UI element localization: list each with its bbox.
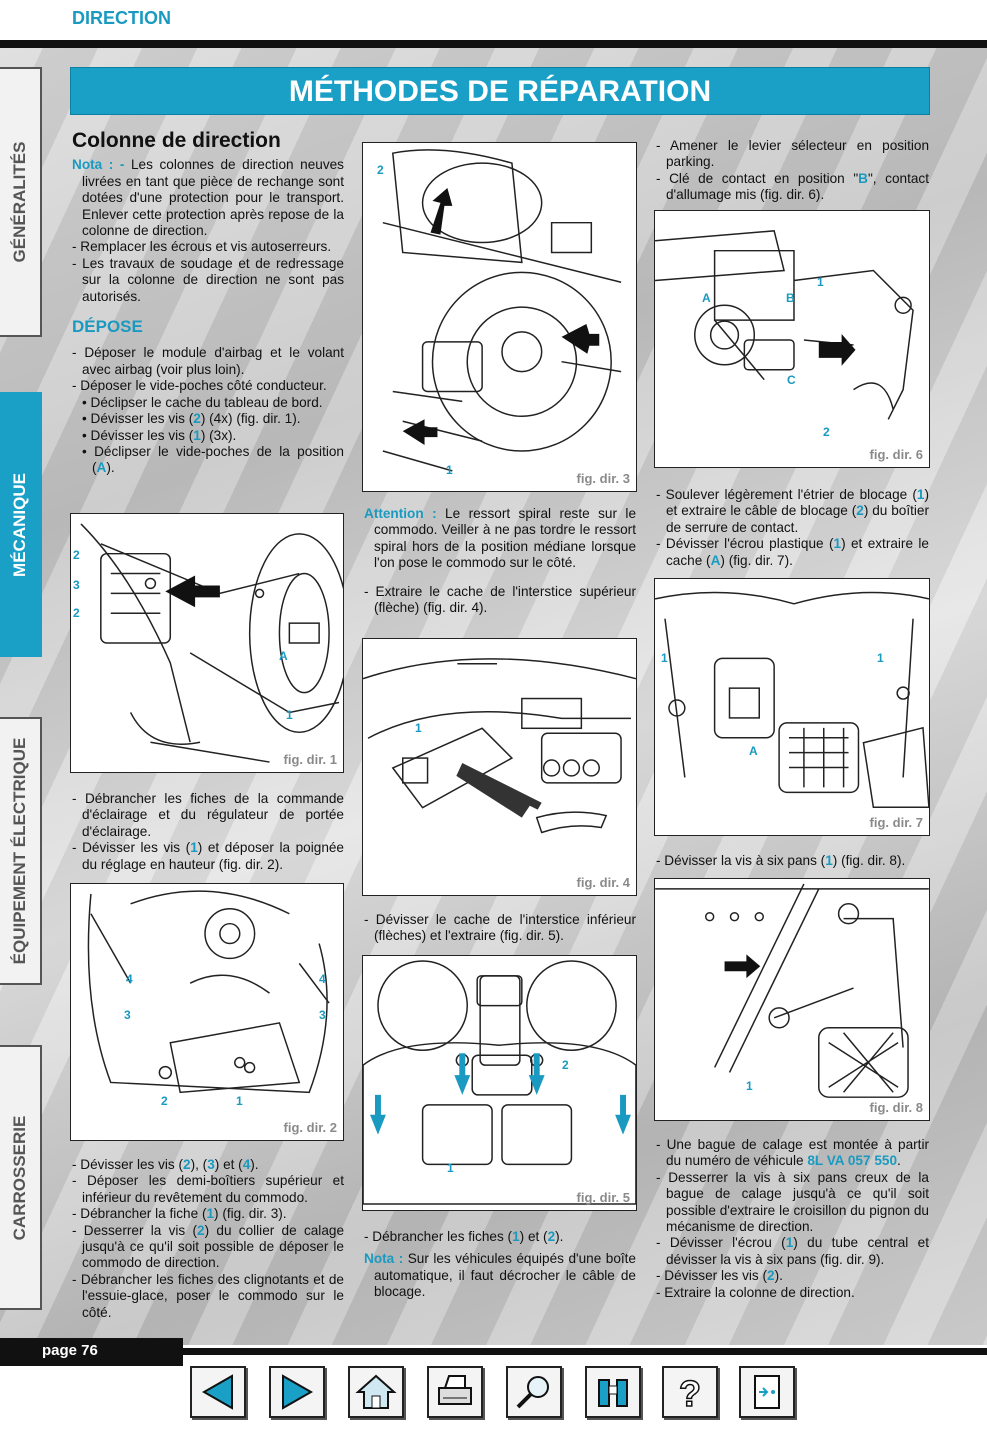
list-item: - Clé de contact en position "B", contac… [656, 170, 929, 203]
search-button[interactable] [506, 1366, 562, 1418]
figure-dir-2: 4 4 3 3 2 1 fig. dir. 2 [70, 883, 344, 1141]
section-label: DIRECTION [72, 8, 171, 28]
tab-mecanique[interactable]: MÉCANIQUE [0, 392, 42, 657]
list-item: - Dévisser l'écrou (1) du tube central e… [656, 1235, 929, 1267]
page-title: MÉTHODES DE RÉPARATION [70, 67, 930, 115]
nota-paragraph: Nota : Sur les véhicules équipés d'une b… [364, 1251, 636, 1300]
column-3-lower: - Dévisser la vis à six pans (1) (fig. d… [656, 853, 929, 869]
figure-caption: fig. dir. 1 [283, 752, 337, 767]
printer-icon [438, 1375, 472, 1405]
ignition-lock-illustration [655, 230, 914, 420]
page-number: page 76 [42, 1342, 98, 1359]
find-button[interactable] [585, 1366, 641, 1418]
list-item: - Desserrer la vis (2) du collier de cal… [72, 1222, 344, 1271]
list-item: - Déposer les demi-boîtiers supérieur et… [72, 1173, 344, 1205]
figure-dir-7: 1 1 A fig. dir. 7 [654, 578, 930, 836]
arrow-right-icon [282, 1374, 314, 1410]
dashboard-gap-cover-illustration [363, 658, 636, 834]
figure-dir-5: 2 1 fig. dir. 5 [362, 955, 637, 1211]
figure-caption: fig. dir. 7 [869, 815, 923, 830]
svg-text:?: ? [679, 1373, 701, 1412]
page-number-bar: page 76 [0, 1338, 183, 1366]
bullet-item: • Dévisser les vis (1) (3x). [82, 427, 237, 443]
exit-button[interactable] [739, 1366, 795, 1418]
list-item: - Desserrer la vis à six pans creux de l… [656, 1169, 929, 1235]
magnifier-icon [516, 1376, 549, 1409]
column-2-middle: - Dévisser le cache de l'interstice infé… [364, 912, 636, 945]
list-item: - Débrancher les fiches de la commande d… [72, 791, 344, 839]
help-button[interactable]: ? [662, 1366, 718, 1418]
list-item: - Dévisser le cache de l'interstice infé… [364, 912, 636, 944]
figure-dir-8: 1 fig. dir. 8 [654, 878, 930, 1121]
section-heading: Colonne de direction [72, 129, 281, 152]
figure-dir-3: 2 1 fig. dir. 3 [362, 142, 637, 492]
previous-page-button[interactable] [190, 1366, 246, 1418]
list-item: - Dévisser la vis à six pans (1) (fig. d… [656, 853, 906, 868]
figure-caption: fig. dir. 5 [576, 1190, 630, 1205]
print-button[interactable] [427, 1366, 483, 1418]
list-item: - Soulever légèrement l'étrier de blocag… [656, 487, 930, 535]
tab-generalites[interactable]: GÉNÉRALITÉS [0, 67, 42, 337]
list-item: - Déposer le vide-poches côté conducteur… [72, 378, 327, 394]
figure-caption: fig. dir. 6 [869, 447, 923, 462]
list-item: - Dévisser l'écrou plastique (1) et extr… [656, 536, 929, 568]
column-3-middle: - Soulever légèrement l'étrier de blocag… [656, 487, 929, 569]
figure-dir-6: 1 A B C 2 fig. dir. 6 [654, 210, 930, 468]
combination-switch-illustration [382, 149, 622, 472]
list-item: - Dévisser les vis (2), (3) et (4). [72, 1157, 259, 1172]
column-3-bottom: - Une bague de calage est montée à parti… [656, 1137, 929, 1301]
figure-caption: fig. dir. 4 [576, 875, 630, 890]
exit-icon [754, 1375, 780, 1409]
bullet-item: • Déclipser le cache du tableau de bord. [82, 394, 323, 410]
tab-equipement-electrique[interactable]: ÉQUIPEMENT ÉLECTRIQUE [0, 717, 42, 985]
figure-caption: fig. dir. 2 [283, 1120, 337, 1135]
tab-carrosserie[interactable]: CARROSSERIE [0, 1045, 42, 1310]
list-item: - Les travaux de soudage et de redressag… [72, 255, 344, 304]
bullet-item: • Déclipser le vide-poches de la positio… [82, 443, 344, 476]
list-item: - Extraire le cache de l'interstice supé… [364, 583, 636, 616]
list-item: - Extraire la colonne de direction. [656, 1284, 855, 1300]
list-item: - Débrancher la fiche (1) (fig. dir. 3). [72, 1206, 287, 1222]
list-item: - Débrancher les fiches des clignotants … [72, 1271, 344, 1320]
nota-paragraph: Nota : - Les colonnes de direction neuve… [72, 157, 344, 239]
attention-paragraph: Attention : Le ressort spiral reste sur … [364, 506, 637, 571]
bullet-item: • Dévisser les vis (2) (4x) (fig. dir. 1… [82, 411, 301, 427]
help-icon: ? [678, 1372, 702, 1412]
steering-joint-illustration [655, 883, 929, 1098]
column-3-top: - Amener le levier sélecteur en position… [656, 138, 929, 204]
list-item: - Débrancher les fiches (1) et (2). [364, 1229, 564, 1244]
column-2-bottom: - Débrancher les fiches (1) et (2). Nota… [364, 1229, 636, 1301]
column-1-middle: - Débrancher les fiches de la commande d… [72, 791, 344, 873]
list-item: - Remplacer les écrous et vis autoserreu… [72, 239, 332, 255]
next-page-button[interactable] [269, 1366, 325, 1418]
figure-dir-1: 2 3 2 A 1 fig. dir. 1 [70, 513, 344, 773]
figure-caption: fig. dir. 3 [576, 471, 630, 486]
lower-gap-cover-illustration [363, 960, 636, 1205]
binoculars-icon [598, 1379, 628, 1407]
list-item: - Une bague de calage est montée à parti… [656, 1137, 929, 1169]
subheading-depose: DÉPOSE [72, 317, 143, 337]
list-item: - Dévisser les vis (1) et déposer la poi… [72, 840, 344, 872]
list-item: - Amener le levier sélecteur en position… [656, 138, 929, 170]
steering-shroud-illustration [87, 890, 330, 1094]
dashboard-illustration [80, 523, 343, 763]
arrow-left-icon [201, 1374, 233, 1410]
pedal-cover-illustration [655, 591, 929, 808]
column-2-top: Attention : Le ressort spiral reste sur … [364, 506, 636, 616]
column-1-top: Colonne de direction Nota : - Les colonn… [72, 129, 344, 477]
column-1-bottom: - Dévisser les vis (2), (3) et (4). - Dé… [72, 1157, 344, 1321]
bottom-rule [183, 1348, 987, 1355]
top-rule [0, 40, 987, 48]
list-item: - Déposer le module d'airbag et le volan… [72, 345, 344, 377]
figure-dir-4: 1 fig. dir. 4 [362, 638, 637, 896]
figure-caption: fig. dir. 8 [869, 1100, 923, 1115]
home-icon [355, 1374, 397, 1409]
list-item: - Dévisser les vis (2). [656, 1268, 783, 1284]
home-button[interactable] [348, 1366, 404, 1418]
